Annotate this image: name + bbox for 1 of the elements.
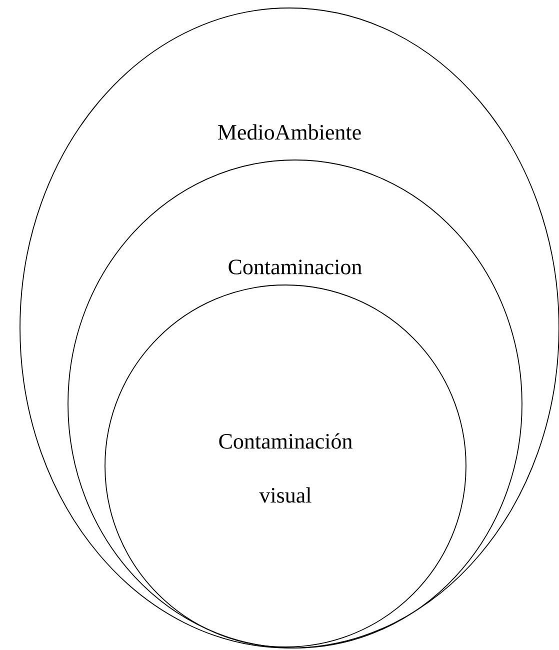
ellipse-region: Contaminación visual — [104, 284, 466, 648]
